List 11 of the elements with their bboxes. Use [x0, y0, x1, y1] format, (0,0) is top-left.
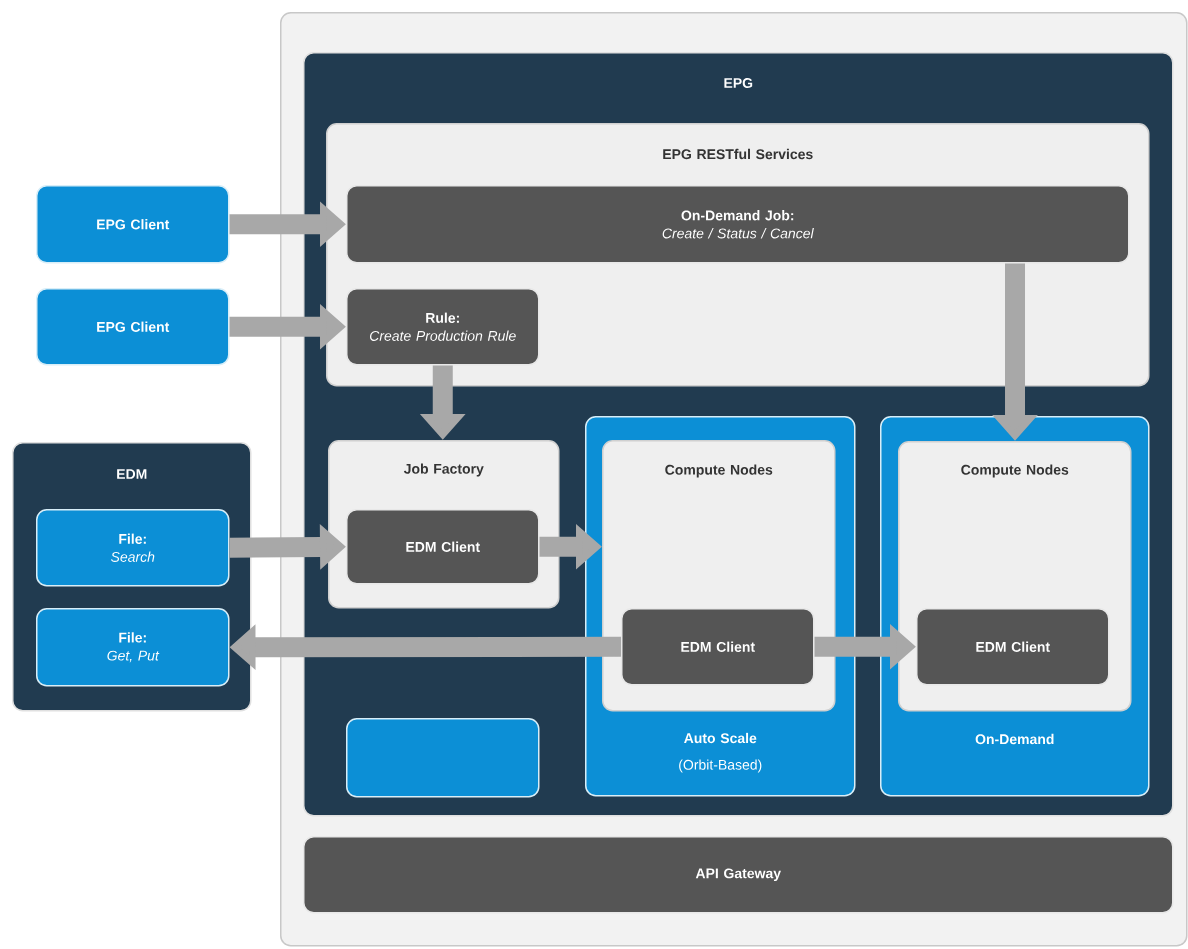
- process-box: EDM Client: [346, 509, 540, 585]
- process-box: API Gateway: [303, 836, 1174, 914]
- process-box: File: Search: [36, 509, 230, 587]
- process-box: EPG Client: [36, 185, 230, 264]
- process-box: EPG Client: [36, 288, 230, 366]
- database-box: [346, 718, 540, 798]
- process-box: File: Get, Put: [36, 608, 230, 687]
- process-box: EDM Client: [916, 608, 1110, 686]
- process-box: EDM Client: [621, 608, 815, 686]
- process-box: Rule: Create Production Rule: [346, 288, 540, 366]
- process-box: On-Demand Job: Create / Status / Cancel: [346, 185, 1130, 264]
